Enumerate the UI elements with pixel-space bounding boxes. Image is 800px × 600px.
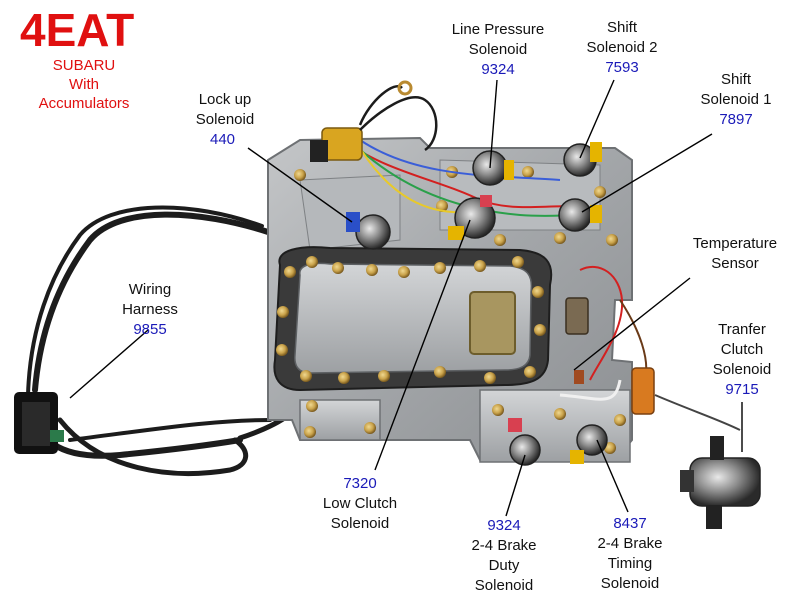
leader-low-clutch bbox=[374, 219, 471, 471]
label-text: Temperature bbox=[692, 235, 778, 252]
page-subtitle: SUBARU With Accumulators bbox=[20, 56, 148, 113]
solenoid-lockup bbox=[346, 212, 391, 250]
part-number: 9324 bbox=[481, 61, 515, 78]
temperature-sensor bbox=[565, 297, 589, 384]
leader-harness bbox=[69, 329, 149, 399]
label-lockup-solenoid: Lock up Solenoid 440 bbox=[185, 90, 265, 150]
label-text: Wiring bbox=[128, 281, 172, 298]
leader-line-pressure bbox=[489, 79, 498, 169]
label-text: Solenoid bbox=[600, 575, 660, 592]
label-text: Harness bbox=[122, 301, 178, 318]
wiring-harness bbox=[26, 205, 308, 476]
label-text: Solenoid 2 bbox=[586, 39, 658, 56]
label-text: Shift bbox=[606, 19, 637, 36]
label-shift-solenoid-2: Shift Solenoid 2 7593 bbox=[574, 18, 670, 78]
part-number: 9715 bbox=[725, 381, 759, 398]
label-brake-timing-solenoid: 8437 2-4 Brake Timing Solenoid bbox=[584, 514, 676, 594]
label-text: Line Pressure bbox=[451, 21, 545, 38]
label-text: Solenoid 1 bbox=[700, 91, 772, 108]
label-text: Solenoid bbox=[712, 361, 772, 378]
part-number: 440 bbox=[210, 131, 236, 148]
label-shift-solenoid-1: Shift Solenoid 1 7897 bbox=[688, 70, 784, 130]
gasket-cover bbox=[273, 246, 553, 392]
label-text: Duty bbox=[488, 557, 520, 574]
label-text: 2-4 Brake bbox=[597, 535, 663, 552]
label-text: Solenoid bbox=[468, 41, 528, 58]
leader-brake-timing bbox=[596, 439, 629, 513]
subtitle-line-2: With bbox=[69, 76, 99, 93]
part-number: 9855 bbox=[133, 321, 167, 338]
label-text: Solenoid bbox=[195, 111, 255, 128]
leader-lockup bbox=[247, 147, 353, 223]
label-text: Sensor bbox=[711, 255, 759, 272]
label-text: Tranfer bbox=[718, 321, 766, 338]
label-text: Solenoid bbox=[474, 577, 534, 594]
label-text: Clutch bbox=[720, 341, 764, 358]
solenoid-shift-1 bbox=[558, 198, 602, 232]
label-temperature-sensor: Temperature Sensor bbox=[682, 234, 788, 274]
label-line-pressure-solenoid: Line Pressure Solenoid 9324 bbox=[438, 20, 558, 80]
part-number: 7320 bbox=[343, 475, 377, 492]
harness-connector bbox=[14, 392, 64, 454]
part-number: 7593 bbox=[605, 59, 639, 76]
label-text: Low Clutch bbox=[322, 495, 398, 512]
label-text: Timing bbox=[607, 555, 653, 572]
label-wiring-harness: Wiring Harness 9855 bbox=[110, 280, 190, 340]
top-connector bbox=[310, 80, 438, 162]
label-low-clutch-solenoid: 7320 Low Clutch Solenoid bbox=[312, 474, 408, 534]
part-number: 8437 bbox=[613, 515, 647, 532]
label-text: Shift bbox=[720, 71, 751, 88]
label-transfer-clutch-solenoid: Tranfer Clutch Solenoid 9715 bbox=[700, 320, 784, 400]
solenoid-shift-2 bbox=[563, 142, 602, 177]
leader-temperature bbox=[573, 277, 691, 371]
leader-shift-2 bbox=[579, 79, 615, 159]
solenoid-brake-duty bbox=[508, 418, 541, 466]
transfer-clutch-solenoid bbox=[631, 367, 761, 529]
subtitle-line-1: SUBARU bbox=[52, 57, 116, 74]
label-text: Solenoid bbox=[330, 515, 390, 532]
label-text: 2-4 Brake bbox=[471, 537, 537, 554]
subtitle-line-3: Accumulators bbox=[38, 95, 130, 112]
leader-shift-1 bbox=[581, 133, 713, 213]
page-title: 4EAT bbox=[20, 4, 135, 56]
solenoid-low-clutch bbox=[448, 195, 496, 240]
label-brake-duty-solenoid: 9324 2-4 Brake Duty Solenoid bbox=[458, 516, 550, 596]
part-number: 7897 bbox=[719, 111, 753, 128]
label-text: Lock up bbox=[198, 91, 252, 108]
part-number: 9324 bbox=[487, 517, 521, 534]
leader-lines bbox=[69, 79, 743, 517]
gasket-bolts bbox=[276, 166, 626, 454]
leader-brake-duty bbox=[505, 454, 526, 517]
